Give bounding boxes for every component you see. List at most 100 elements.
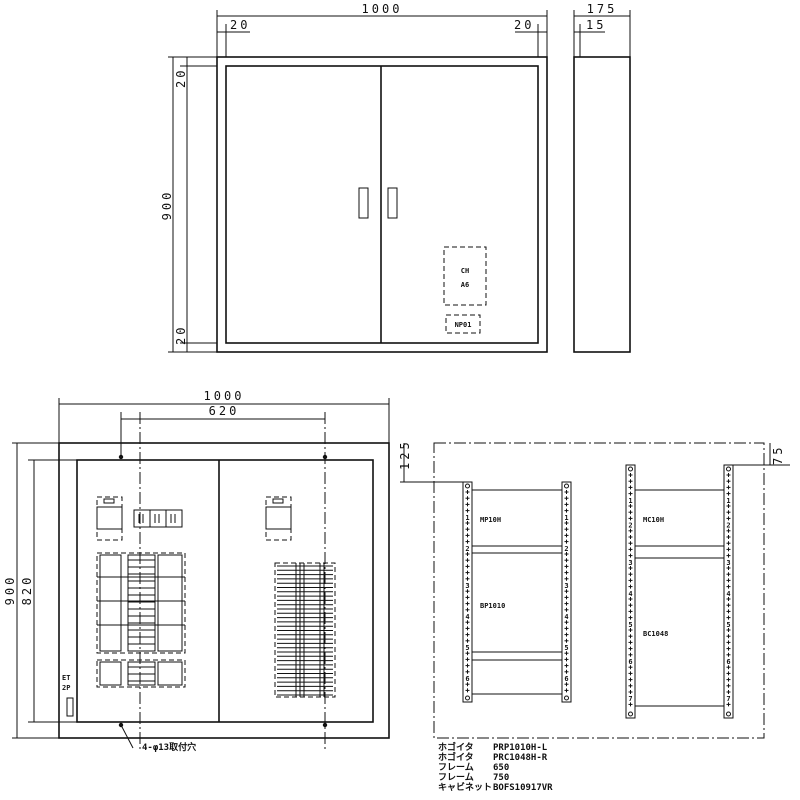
ch-sub-label: A6 — [461, 281, 469, 289]
parts-row: フレーム 650 — [438, 762, 509, 773]
branch-breakers-left — [96, 552, 186, 688]
mounting-height-dim: 820 — [20, 575, 34, 606]
right-frame-offset-dim: 75 — [771, 445, 785, 465]
branch-group — [96, 552, 186, 654]
interior-panel-outline — [76, 459, 374, 723]
part-value: 650 — [493, 763, 509, 773]
part-name: ホゴイタ — [438, 741, 474, 753]
breaker-column — [157, 661, 183, 686]
part-name: ホゴイタ — [438, 751, 474, 763]
ch-label: CH — [461, 267, 469, 275]
rail-number: 2 — [628, 522, 632, 530]
rail-body — [723, 464, 734, 719]
front-top-margin-dim: 20 — [174, 68, 188, 88]
rail-number: 1 — [628, 497, 632, 505]
rail-number: 2 — [465, 545, 469, 553]
mounting-rail: 1 2 3 4 5 6 — [561, 481, 572, 703]
rail-number: 1 — [726, 497, 730, 505]
rail-number: 4 — [726, 590, 730, 598]
side-door-depth-dim: 15 — [586, 18, 606, 32]
rail-number: 3 — [628, 559, 632, 567]
rail-number: 4 — [628, 590, 632, 598]
rail-number: 2 — [564, 545, 568, 553]
rail-hole — [465, 695, 470, 701]
rail-number: 6 — [628, 658, 632, 666]
et-sub-label: 2P — [62, 684, 70, 692]
main-breaker-right — [265, 496, 292, 541]
rail-hole — [564, 695, 569, 701]
rail-number: 3 — [564, 582, 568, 590]
meter-block — [133, 509, 183, 528]
front-height-dim: 900 — [160, 190, 174, 221]
right-panel-main-label: BC1048 — [643, 630, 668, 638]
rail-number: 5 — [726, 621, 730, 629]
front-width-dim: 1000 — [362, 2, 403, 16]
breaker-column — [127, 554, 156, 652]
parts-row: ホゴイタ PRP1010H-L — [438, 741, 548, 753]
breaker-column — [157, 554, 183, 652]
parts-row: ホゴイタ PRC1048H-R — [438, 751, 548, 763]
mounting-hole-note: 4-φ13取付穴 — [142, 741, 196, 753]
rail-number: 1 — [564, 514, 568, 522]
rail-hole — [564, 483, 569, 489]
ch-window — [443, 246, 487, 306]
branch-group — [274, 562, 336, 698]
rail-hole — [726, 711, 731, 717]
part-value: PRP1010H-L — [493, 743, 548, 753]
side-view: 175 15 — [573, 2, 631, 353]
frame-cabinet-outline — [433, 442, 765, 739]
interior-height-dim: 900 — [3, 575, 17, 606]
rail-hole — [628, 466, 633, 472]
rail-body — [625, 464, 636, 719]
part-name: フレーム — [438, 762, 474, 773]
hole-leader-line — [120, 724, 134, 749]
et-label: ET — [62, 674, 70, 682]
part-value: PRC1048H-R — [493, 753, 548, 763]
nameplate — [445, 314, 481, 334]
branch-group — [96, 659, 186, 688]
front-view: CH A6 NP01 1000 20 20 900 20 20 — [160, 2, 548, 353]
front-right-margin-dim: 20 — [514, 18, 534, 32]
part-value: BOFS10917VR — [493, 783, 553, 793]
rail-number: 6 — [465, 675, 469, 683]
rail-hole — [628, 711, 633, 717]
breaker-column — [99, 554, 122, 652]
right-door-handle — [387, 187, 398, 219]
rail-number: 7 — [726, 695, 730, 703]
rail-number: 5 — [564, 644, 568, 652]
front-left-margin-dim: 20 — [230, 18, 250, 32]
interior-view: ET 2P 4-φ13取付穴 1000 620 900 820 — [3, 389, 390, 753]
rail-number: 5 — [465, 644, 469, 652]
rail-number: 6 — [726, 658, 730, 666]
breaker-column — [99, 661, 122, 686]
interior-cabinet-outline — [58, 442, 390, 739]
main-breaker-left — [96, 496, 123, 541]
part-name: キャビネット — [438, 781, 492, 793]
interior-width-dim: 1000 — [204, 389, 245, 403]
rail-body — [462, 481, 473, 703]
rail-hole — [726, 466, 731, 472]
et-terminal — [66, 697, 74, 717]
rail-number: 5 — [628, 621, 632, 629]
nameplate-label: NP01 — [455, 321, 472, 329]
mounting-width-dim: 620 — [209, 404, 240, 418]
left-door-handle — [358, 187, 369, 219]
rail-number: 7 — [628, 695, 632, 703]
door-outline — [225, 65, 539, 344]
rail-body — [561, 481, 572, 703]
rail-number: 4 — [564, 613, 568, 621]
left-frame-offset-dim: 125 — [398, 439, 412, 470]
side-depth-dim: 175 — [587, 2, 618, 16]
rail-number: 1 — [465, 514, 469, 522]
front-dimensions: 1000 20 20 900 20 20 — [160, 2, 548, 353]
left-panel-main-label: BP1010 — [480, 602, 505, 610]
front-bottom-margin-dim: 20 — [174, 325, 188, 345]
rail-number: 6 — [564, 675, 568, 683]
parts-list: ホゴイタ PRP1010H-L ホゴイタ PRC1048H-R フレーム 650 フレ… — [438, 741, 553, 793]
